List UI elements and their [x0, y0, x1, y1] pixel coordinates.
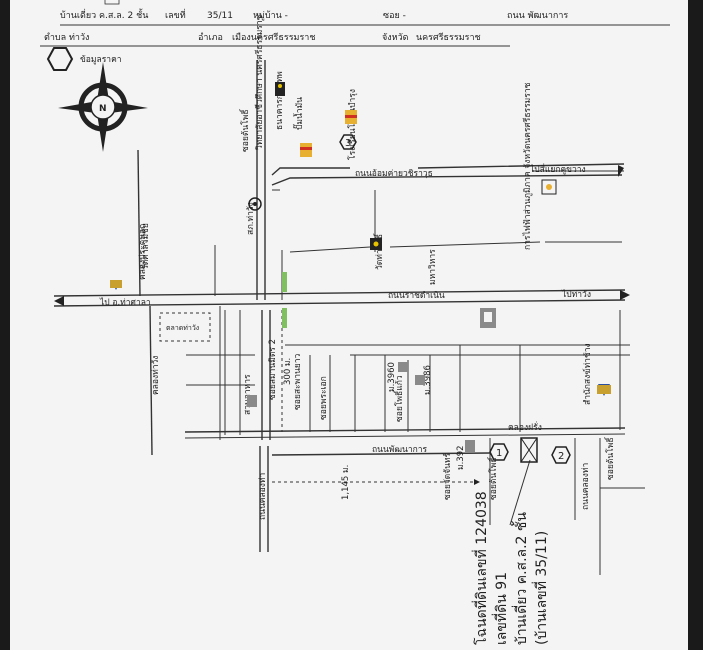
soi-dao-label: ซอยโพธิ์แก้ว [393, 375, 405, 422]
compass-north: N [99, 104, 107, 114]
soi-ko-label: ซอยพระเอก [319, 376, 329, 420]
compass-icon [58, 62, 148, 152]
house-number-a: ม.3960 [387, 362, 397, 392]
province-label: จังหวัด [382, 33, 409, 43]
police-label: สภ.ท่าวัง [246, 202, 256, 235]
map-sheet: บ้านเดี่ยว ค.ส.ล. 2 ชั้น เลขที่ 35/11 หม… [10, 0, 688, 650]
market-box [159, 312, 211, 342]
cathedral-icon [480, 308, 496, 328]
temple-icon-2 [597, 384, 611, 396]
school-nu-label: โรงเรียนโยธินบำรุง [347, 89, 358, 160]
subject-house-no: (บ้านเลขที่ 35/11) [532, 531, 550, 645]
wat-sala-label: วัดศาลามีชัย [140, 223, 151, 270]
hexagon-legend-icon [46, 47, 74, 71]
road-label: ถนน พัฒนาการ [507, 11, 568, 21]
header-icon [104, 0, 120, 5]
land-office-icon [541, 179, 557, 195]
house-icon-c [465, 440, 475, 452]
marker-3: 3 [345, 138, 351, 149]
amphoe-value: เมืองนครศรีธรรมราช [232, 32, 315, 43]
road-label-ratchadamnoen: ถนนราชดำเนิน [388, 291, 445, 301]
canal-south [184, 433, 626, 439]
road-label-ong-cha-wipa: ถนนอ้อมค่ายวชิราวุธ [355, 168, 433, 179]
shell-icon-2 [345, 110, 357, 124]
province-value: นครศรีธรรมราช [416, 32, 481, 43]
subject-soi-right [509, 459, 531, 526]
road-main-label: ซอยต้นโพธิ์ [239, 108, 251, 152]
house-icon-b [415, 375, 425, 385]
amphoe-label: อำเภอ [198, 32, 223, 43]
marker-1-icon [489, 443, 509, 461]
road-phatthanakan [271, 452, 491, 456]
subject-property-icon [520, 437, 538, 463]
subject-land-no: เลขที่ดิน 91 [492, 572, 510, 645]
house-number-c: ม.392 [456, 445, 466, 470]
road-ratchadamnoen-north [53, 289, 626, 297]
soi-text-a: ซอยวัดจันทร์ [442, 452, 453, 500]
direction-tha-sala: ไป อ.ท่าศาลา [99, 297, 151, 308]
ptt-label: ปั๊มน้ำมัน [292, 97, 305, 130]
house-icon-a [398, 362, 408, 372]
arrow-sikao-icon [618, 165, 624, 177]
tambon-label: ตำบล ท่าวัง [44, 32, 89, 43]
distance-1145: 1,145 ม. [341, 465, 351, 500]
soi2-label: ซอยสมานมิตร 2 [268, 339, 278, 400]
bangkok-bank-label: ธนาคารกรุงเทพ [275, 71, 285, 130]
moo-label: หมู่บ้าน - [253, 10, 288, 21]
road-left-label: คลองประตูนอก [138, 224, 148, 280]
marker-2-icon [551, 446, 571, 464]
direction-tha-wang: ไปท่าวัง [561, 289, 591, 300]
rest-label: สวนอาหาร [243, 374, 253, 415]
road-left-north [137, 149, 141, 297]
distance-300: 300 ม. [283, 358, 293, 385]
house-type: บ้านเดี่ยว ค.ส.ล. 2 ชั้น [60, 8, 148, 21]
marker-1: 1 [496, 448, 502, 459]
green-segment-2 [282, 308, 287, 328]
road-label-phatthanakan: ถนนพัฒนาการ [372, 445, 428, 455]
market-label: ตลาดท่าวัง [166, 324, 199, 332]
direction-sikao: ไปสี่แยกคูขวาง [529, 163, 586, 175]
traffic-light-icon-2 [370, 238, 382, 250]
right-road-label: ถนนคลองท่า [581, 463, 591, 510]
road-ratchadamnoen-south [53, 299, 626, 307]
soi-phanhit-label: ซอยสะพานยาว [293, 353, 303, 410]
canal-north [184, 427, 626, 433]
marker-2: 2 [558, 451, 564, 462]
road-left-south-label: คลองท่าวัง [151, 356, 161, 395]
school-ta-label: สำนักสงฆ์ท่าช้าง [582, 343, 593, 405]
khlong-road-label: ถนนคลองท่า [258, 473, 268, 520]
number-label: เลขที่ [165, 8, 186, 21]
land-office-label: การไฟฟ้าส่วนภูมิภาค จังหวัดนครศรีธรรมราช [522, 82, 533, 250]
traffic-light-icon [275, 82, 285, 96]
cathedral-label: มหาวิหาร [428, 249, 438, 285]
rest-icon [247, 395, 257, 407]
shell-icon [300, 143, 312, 157]
police-icon [248, 197, 262, 211]
school-wc-label: วิทยาลัยอาชีวศึกษา นครศรีธรรมราช [254, 14, 265, 150]
subject-title-deed: โฉนดที่ดินเลขที่ 124038 [472, 491, 490, 645]
side-streets [186, 310, 630, 435]
distance-1145-arrow [474, 479, 480, 485]
house-number-b: ม.3986 [423, 365, 433, 395]
number-value: 35/11 [207, 11, 233, 21]
green-segment-1 [282, 272, 287, 292]
soi-label: ซอย - [383, 11, 406, 21]
temple-icon [110, 280, 122, 290]
location-map: บ้านเดี่ยว ค.ส.ล. 2 ชั้น เลขที่ 35/11 หม… [40, 0, 670, 645]
subject-house-type: บ้านเดี่ยว ค.ส.ล.2 ชั้น [511, 512, 530, 645]
right-road-label-2: ซอยต้นโพธิ์ [604, 436, 616, 480]
arrow-tha-sala-icon [54, 296, 64, 306]
soi-prom-pi-label: ซอยต้นโพธิ์ [487, 456, 499, 500]
arrow-tha-wang-icon [620, 290, 630, 300]
canal-label: คลองฝรั่ง [508, 421, 542, 433]
road-school [272, 189, 622, 253]
hexagon-legend-label: ข้อมูลราคา [80, 54, 122, 65]
marker-3-icon [339, 134, 357, 150]
road-left-south [149, 305, 153, 456]
road-ong-cha-wipa [271, 163, 625, 186]
